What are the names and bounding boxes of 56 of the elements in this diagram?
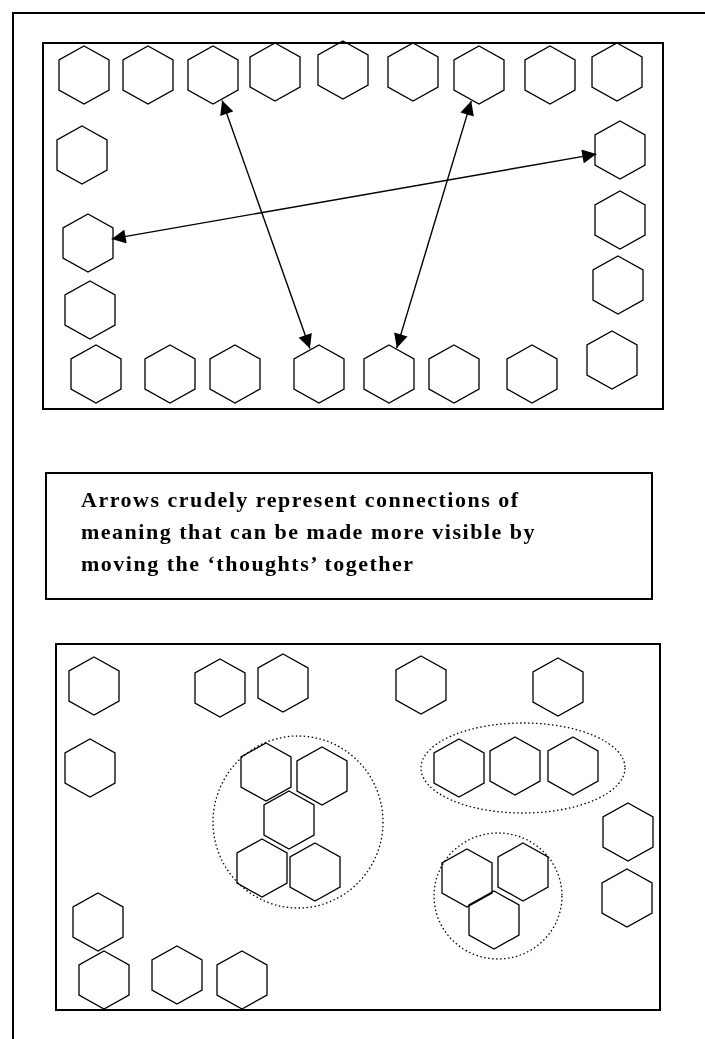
hexagon [289,842,341,902]
hexagon [58,45,110,105]
hexagon [497,842,549,902]
hexagon [363,344,415,404]
hexagon [216,950,268,1010]
hexagon [524,45,576,105]
hexagon [187,45,239,105]
hexagon [296,746,348,806]
hexagon [453,45,505,105]
hexagon [209,344,261,404]
hexagon [547,736,599,796]
hexagon [68,656,120,716]
hexagon [64,738,116,798]
hexagon [506,344,558,404]
text-box [45,472,653,600]
hexagon [263,790,315,850]
hexagon [592,255,644,315]
hexagon [468,890,520,950]
hexagon [70,344,122,404]
hexagon [194,658,246,718]
note-text: Arrows crudely represent connections of meaning that can be made more visible by moving the ‘thoughts’ together [81,486,537,578]
dotted-ellipse [212,735,384,909]
hexagon [433,738,485,798]
dotted-ellipse [420,722,626,814]
hexagon [62,213,114,273]
hexagon [591,42,643,102]
double-headed-arrow [111,149,597,244]
hexagon [594,190,646,250]
hexagon [586,330,638,390]
hexagon [64,280,116,340]
hexagon [532,657,584,717]
hexagon [72,892,124,952]
hexagon [257,653,309,713]
hexagon [317,40,369,100]
double-headed-arrow [394,100,474,349]
hexagon [602,802,654,862]
panel-frame [42,42,664,410]
hexagon [249,42,301,102]
panel-frame [55,643,661,1011]
hexagon [240,742,292,802]
hexagon [387,42,439,102]
hexagon [56,125,108,185]
hexagon [395,655,447,715]
hexagon [594,120,646,180]
hexagon [236,838,288,898]
hexagon [122,45,174,105]
hexagon [428,344,480,404]
hexagon [293,344,345,404]
hexagon [441,848,493,908]
hexagon [151,945,203,1005]
double-headed-arrow [220,99,312,350]
hexagon [78,950,130,1010]
dotted-ellipse [433,832,563,960]
hexagon [601,868,653,928]
hexagon [144,344,196,404]
hexagon [489,736,541,796]
